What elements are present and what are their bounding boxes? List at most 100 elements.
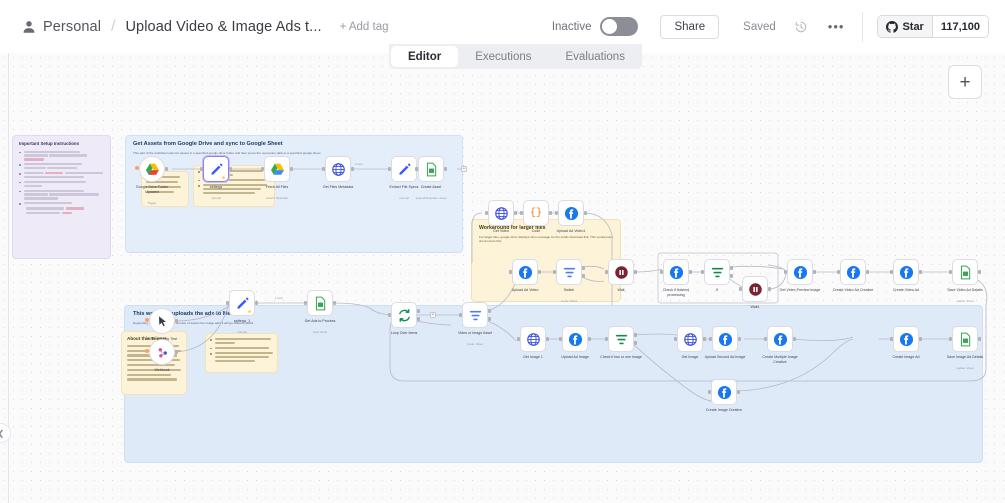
node-box[interactable] <box>708 379 740 405</box>
node-box[interactable] <box>559 326 591 352</box>
node-code[interactable]: {} Code <box>520 200 552 233</box>
node-extract-file-specs[interactable]: Extract File Specs manual <box>388 156 420 200</box>
output-port[interactable] <box>332 301 336 305</box>
node-box[interactable] <box>764 326 796 352</box>
node-upload-ad-video[interactable]: Upload Ad Video <box>509 259 541 292</box>
input-port[interactable] <box>890 270 894 274</box>
input-port[interactable] <box>784 270 788 274</box>
node-box[interactable] <box>739 276 771 302</box>
input-port[interactable] <box>949 270 953 274</box>
output-port[interactable] <box>548 211 552 215</box>
add-tag-button[interactable]: + Add tag <box>339 20 389 33</box>
output-port[interactable] <box>228 167 232 171</box>
input-port[interactable] <box>559 337 563 341</box>
input-port[interactable] <box>520 211 524 215</box>
node-create-asset[interactable]: Create Asset appendOrUpdate: sheet <box>415 156 447 200</box>
node-check-if-two-or-one-image[interactable]: Check if two or one image <box>600 326 642 359</box>
output-port-true[interactable] <box>729 266 733 270</box>
node-box[interactable] <box>890 259 922 285</box>
node-box[interactable]: ⚡ <box>200 156 232 182</box>
node-box[interactable] <box>388 302 420 328</box>
input-port[interactable] <box>485 211 489 215</box>
output-port-2[interactable] <box>581 274 585 278</box>
node-create-image-ad[interactable]: Create Image Ad <box>890 326 922 359</box>
node-box[interactable] <box>660 259 692 285</box>
input-port[interactable] <box>261 167 265 171</box>
output-port[interactable] <box>254 301 258 305</box>
node-wait1[interactable]: Wait1 <box>739 276 771 309</box>
node-google-drive-folder-updated[interactable]: Google Drive Folder Updated Trigger <box>135 156 168 205</box>
sticky-note-setup[interactable]: Important Setup Instructions <box>12 135 111 259</box>
output-port-done[interactable] <box>416 309 420 313</box>
more-options-button[interactable]: ••• <box>827 18 845 34</box>
output-port[interactable] <box>688 270 692 274</box>
output-port-video[interactable] <box>487 309 491 313</box>
node-get-video-preview-image[interactable]: Get Video Preview Image <box>780 259 820 292</box>
workflow-canvas[interactable]: ❮ + Important Setup Instructions <box>0 53 1005 503</box>
add-node-button[interactable]: + <box>948 65 982 99</box>
node-fetch-all-files[interactable]: Fetch All Files search: fileFolder <box>261 156 293 200</box>
output-port[interactable] <box>633 270 637 274</box>
node-box[interactable] <box>890 326 922 352</box>
input-port[interactable] <box>605 270 609 274</box>
input-port[interactable] <box>890 337 894 341</box>
node-box[interactable] <box>674 326 706 352</box>
node-box[interactable] <box>388 156 420 182</box>
output-port[interactable] <box>918 337 922 341</box>
output-port[interactable] <box>918 270 922 274</box>
node-box[interactable] <box>459 302 491 328</box>
output-port-1[interactable] <box>633 333 637 337</box>
node-box[interactable] <box>304 290 336 316</box>
output-port-2[interactable] <box>633 341 637 345</box>
output-port-1[interactable] <box>581 266 585 270</box>
output-port[interactable] <box>736 390 740 394</box>
output-port[interactable] <box>812 270 816 274</box>
node-box[interactable] <box>949 326 981 352</box>
node-check-if-finished-processing[interactable]: Check if finished processing <box>660 259 692 297</box>
node-box[interactable] <box>837 259 869 285</box>
node-upload-ad-image[interactable]: Upload Ad Image <box>559 326 591 359</box>
input-port[interactable] <box>674 337 678 341</box>
input-port[interactable] <box>517 337 521 341</box>
output-port[interactable] <box>977 337 981 341</box>
input-port[interactable] <box>739 287 743 291</box>
add-node-on-edge-button[interactable]: + <box>430 311 436 318</box>
node-webhook[interactable]: Webhook <box>145 339 178 372</box>
node-get-image-1[interactable]: Get Image 1 <box>517 326 549 359</box>
output-port[interactable] <box>545 337 549 341</box>
input-port[interactable] <box>555 211 559 215</box>
node-box[interactable]: {} <box>520 200 552 226</box>
node-if[interactable]: If <box>701 259 733 292</box>
node-upload-ad-video1[interactable]: Upload Ad Video1 <box>555 200 587 233</box>
node-box[interactable] <box>709 326 741 352</box>
node-box[interactable] <box>605 259 637 285</box>
node-create-multiple-image-creative[interactable]: Create Multiple Image Creative <box>762 326 798 364</box>
input-port[interactable] <box>388 313 392 317</box>
share-button[interactable]: Share <box>660 14 720 39</box>
add-node-on-edge-button[interactable]: + <box>461 165 467 172</box>
output-port[interactable] <box>289 167 293 171</box>
history-icon[interactable] <box>794 20 808 34</box>
node-settings[interactable]: ⚡ settings manual <box>200 156 232 200</box>
node-box[interactable] <box>605 326 637 352</box>
node-loop-over-items[interactable]: Loop Over Items <box>388 302 420 335</box>
input-port[interactable] <box>304 301 308 305</box>
output-port[interactable] <box>977 270 981 274</box>
input-port[interactable] <box>709 337 713 341</box>
node-get-video[interactable]: Get Video <box>485 200 517 233</box>
output-port-loop[interactable] <box>416 317 420 321</box>
node-create-image-creative[interactable]: Create Image Creative <box>706 379 742 412</box>
node-box[interactable] <box>145 339 178 365</box>
input-port[interactable] <box>415 167 419 171</box>
output-port-image[interactable] <box>487 317 491 321</box>
node-box[interactable] <box>555 200 587 226</box>
input-port[interactable] <box>701 270 705 274</box>
input-port[interactable] <box>708 390 712 394</box>
node-box[interactable] <box>509 259 541 285</box>
github-star-button[interactable]: Star <box>878 16 932 37</box>
node-box[interactable] <box>784 259 816 285</box>
output-port[interactable] <box>443 167 447 171</box>
tab-executions[interactable]: Executions <box>475 50 532 63</box>
node-box[interactable] <box>145 308 178 334</box>
output-port[interactable] <box>513 211 517 215</box>
